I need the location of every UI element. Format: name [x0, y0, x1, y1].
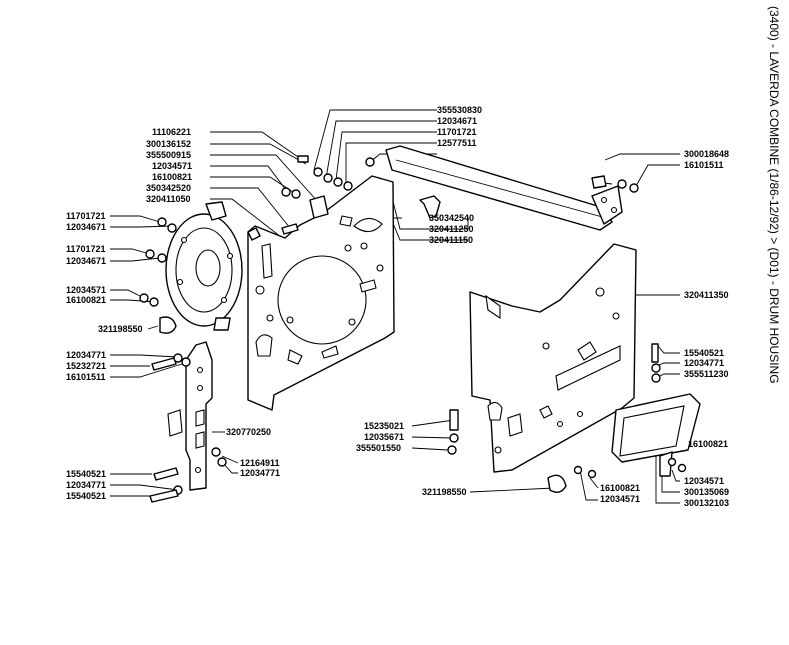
inspection-cover-frame [611, 393, 701, 477]
part-label: 12034671 [437, 116, 477, 126]
part-label: 11701721 [437, 127, 477, 137]
part-label: 12034571 [66, 285, 106, 295]
part-label: 15540521 [66, 469, 106, 479]
part-label: 12034771 [240, 468, 280, 478]
part-label: 12034771 [66, 480, 106, 490]
part-label: 12034671 [66, 256, 106, 266]
part-label: 320411150 [429, 235, 473, 245]
hardware-fasteners [139, 155, 687, 503]
part-label: 320411350 [684, 290, 729, 300]
part-number-labels: 355530830 12034671 11701721 12577511 111… [66, 105, 729, 508]
part-label: 16100821 [66, 295, 106, 305]
part-label: 15540521 [66, 491, 106, 501]
part-label: 355511230 [684, 369, 729, 379]
part-label: 15540521 [684, 348, 724, 358]
part-label: 355500915 [146, 150, 191, 160]
angle-beam-320411250 [385, 145, 623, 231]
part-label: 355530830 [437, 105, 482, 115]
part-label: 12034771 [66, 350, 106, 360]
part-label: 12035671 [364, 432, 404, 442]
part-label: 12034671 [66, 222, 106, 232]
part-label: 11106221 [152, 127, 191, 137]
drum-cover-plate-320411050 [165, 201, 243, 331]
left-side-panel-320411150 [247, 175, 395, 411]
part-label: 12034571 [152, 161, 192, 171]
part-label: 16101511 [684, 160, 724, 170]
part-label: 300136152 [146, 139, 191, 149]
part-label: 12577511 [437, 138, 477, 148]
part-label: 16100821 [600, 483, 640, 493]
part-label: 11701721 [66, 244, 106, 254]
part-label: 300018648 [684, 149, 729, 159]
part-label: 16101511 [66, 372, 106, 382]
part-label: 321198550 [422, 487, 467, 497]
part-label: 12034571 [600, 494, 640, 504]
part-label: 320411250 [429, 224, 474, 234]
part-label: 300132103 [684, 498, 729, 508]
part-label: 16100821 [688, 439, 728, 449]
right-side-panel-320411350 [469, 243, 637, 473]
part-label: 16100821 [152, 172, 192, 182]
part-label: 355501550 [356, 443, 401, 453]
part-label: 15232721 [66, 361, 106, 371]
part-label: 12034771 [684, 358, 724, 368]
part-label: 320411050 [146, 194, 191, 204]
part-label: 300135069 [684, 487, 729, 497]
support-bracket-320770250 [167, 341, 213, 491]
part-label: 350342540 [429, 213, 474, 223]
page-title: (3400) - LAVERDA COMBINE (1/86-12/92) > … [767, 6, 781, 384]
part-label: 12164911 [240, 458, 280, 468]
part-label: 15235021 [364, 421, 404, 431]
part-label: 350342520 [146, 183, 191, 193]
part-label: 12034571 [684, 476, 724, 486]
part-label: 320770250 [226, 427, 271, 437]
part-label: 11701721 [66, 211, 106, 221]
part-label: 321198550 [98, 324, 143, 334]
